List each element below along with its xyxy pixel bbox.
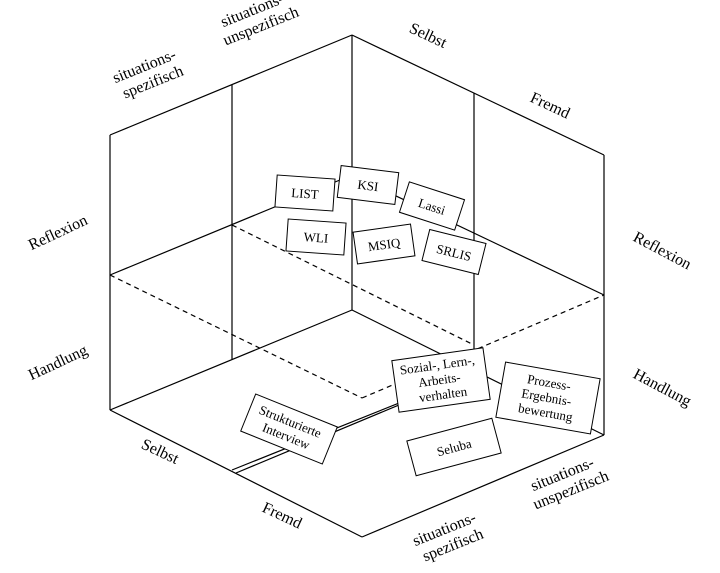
box-lassi: Lassi	[398, 181, 466, 231]
box-wli: WLI	[285, 218, 347, 256]
dashed-mid-plane	[109, 224, 605, 399]
svg-text:KSI: KSI	[357, 177, 380, 194]
svg-text:LIST: LIST	[291, 185, 319, 202]
label-top-right-fremd: Fremd	[527, 89, 572, 122]
cube-outer-edges	[109, 34, 605, 538]
box-ksi: KSI	[336, 165, 400, 205]
box-srlis: SRLIS	[421, 228, 487, 276]
box-strukturierte-interview: Strukturierte Interview	[240, 393, 338, 465]
label-left-handlung: Handlung	[26, 342, 90, 384]
box-list: LIST	[274, 174, 336, 212]
box-msiq: MSIQ	[352, 223, 416, 265]
label-top-mid: situations- unspezifisch	[214, 0, 301, 49]
label-bottom-mid: situations- spezifisch	[410, 508, 489, 567]
label-bottom-right: situations- unspezifisch	[524, 451, 611, 513]
box-sozial-lern-arbeitsverhalten: Sozial-, Lern-, Arbeits- verhalten	[391, 347, 491, 413]
label-right-reflexion: Reflexion	[630, 229, 694, 274]
label-right-handlung: Handlung	[630, 366, 694, 411]
svg-text:MSIQ: MSIQ	[367, 235, 402, 254]
box-seluba: Seluba	[406, 417, 502, 477]
svg-text:Prozess- Ergebnis-: Prozess- Ergebnis- bewertung	[517, 371, 579, 425]
svg-text:Sozial-, Lern-, Arbeits-: Sozial-, Lern-, Arbeits- verhalten	[399, 352, 483, 408]
label-left-reflexion: Reflexion	[26, 212, 90, 254]
box-prozess-ergebnisbewertung: Prozess- Ergebnis- bewertung	[495, 361, 601, 435]
svg-text:WLI: WLI	[303, 229, 329, 246]
label-top-left: situations- spezifisch	[110, 45, 189, 104]
label-top-right-selbst: Selbst	[407, 20, 450, 52]
label-bottom-left-selbst: Selbst	[139, 436, 182, 468]
